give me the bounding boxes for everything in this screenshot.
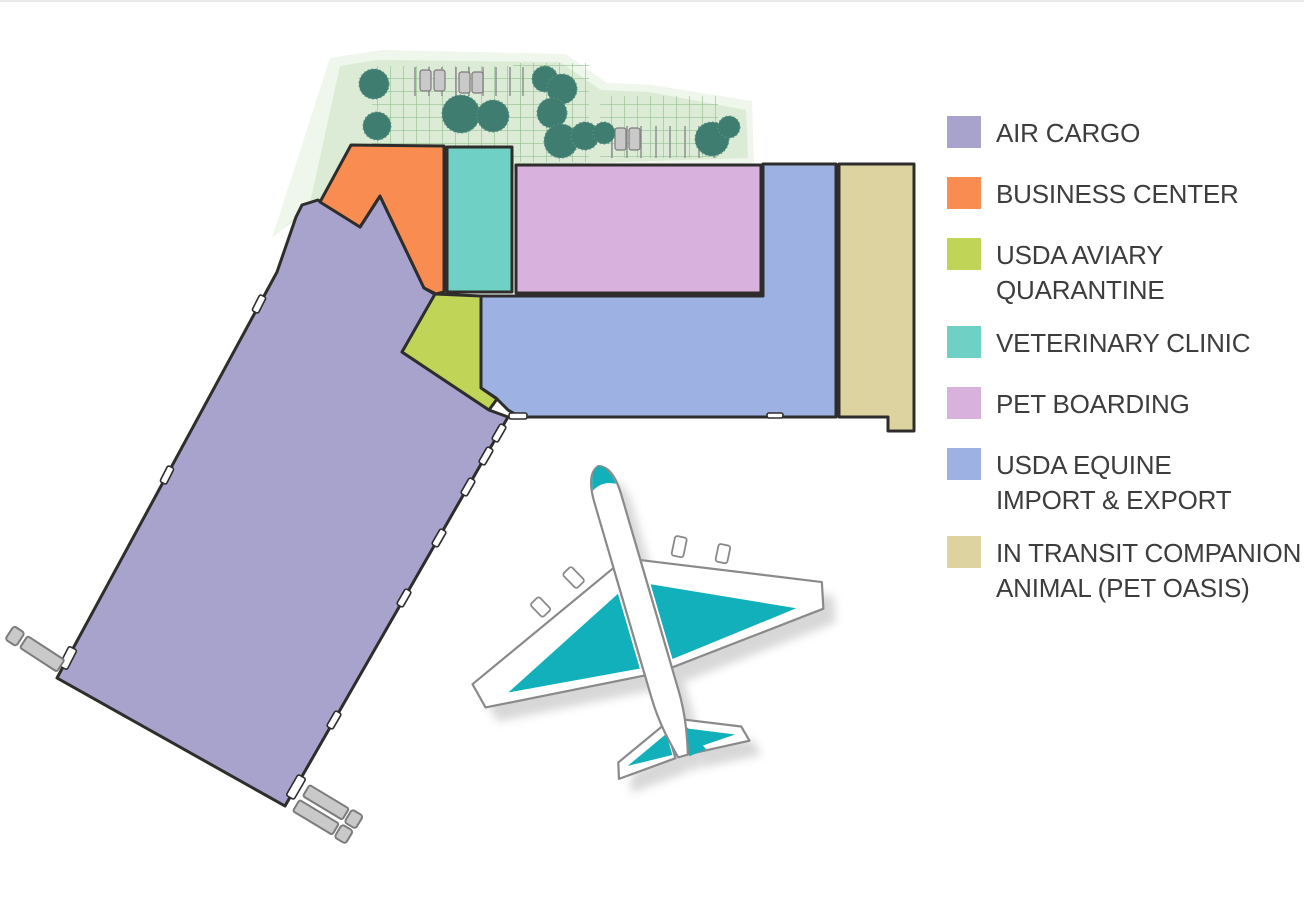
dock-door [491, 423, 507, 443]
tree-symbol [476, 99, 510, 133]
parked-car [433, 69, 446, 92]
dock-door [766, 412, 784, 419]
site-plan-map [5, 50, 916, 844]
legend-label: AIR CARGO [996, 118, 1141, 148]
legend-item-pet-boarding: PET BOARDING [947, 387, 1301, 422]
parked-car [471, 71, 484, 94]
legend-label: USDA AVIARY QUARANTINE [996, 240, 1165, 305]
landscape-area [272, 50, 754, 238]
dock-door [460, 477, 476, 497]
legend-item-veterinary-clinic: VETERINARY CLINIC [947, 326, 1301, 361]
legend-swatch [947, 536, 981, 568]
legend-swatch [947, 177, 981, 209]
legend-item-usda-equine-import-export: USDA EQUINE IMPORT & EXPORT [947, 448, 1301, 518]
legend-item-in-transit-companion-animal: IN TRANSIT COMPANION ANIMAL (PET OASIS) [947, 536, 1301, 606]
legend-item-air-cargo: AIR CARGO [947, 116, 1301, 151]
legend: AIR CARGO BUSINESS CENTER USDA AVIARY QU… [947, 116, 1301, 624]
legend-item-business-center: BUSINESS CENTER [947, 177, 1301, 212]
parked-car [628, 127, 641, 151]
tree-symbol [358, 68, 390, 100]
truck-icon [5, 626, 65, 672]
dock-door [159, 465, 175, 485]
trees [358, 65, 741, 159]
tree-symbol [536, 97, 568, 129]
legend-swatch [947, 448, 981, 480]
legend-label: BUSINESS CENTER [996, 179, 1239, 209]
parked-car [419, 69, 432, 92]
tree-symbol [546, 73, 578, 105]
region-business-center [318, 143, 446, 296]
airplane-accents [508, 584, 797, 766]
airplane-illustration [471, 465, 825, 780]
legend-swatch [947, 116, 981, 148]
region-pet-boarding [514, 163, 763, 295]
region-usda-aviary-quarantine [400, 292, 499, 412]
dock-door [286, 774, 306, 800]
loading-dock-doors [58, 294, 784, 800]
airplane-nose-accent [592, 466, 617, 491]
tree-symbol [441, 94, 481, 134]
legend-label: PET BOARDING [996, 389, 1190, 419]
truck-icon [292, 799, 354, 844]
legend-label: USDA EQUINE IMPORT & EXPORT [996, 450, 1232, 515]
dock-door [508, 412, 528, 420]
tree-symbol [362, 111, 392, 141]
truck-icon [302, 784, 364, 829]
legend-label: IN TRANSIT COMPANION ANIMAL (PET OASIS) [996, 538, 1302, 603]
dock-door [396, 588, 412, 608]
legend-label: VETERINARY CLINIC [996, 328, 1251, 358]
parked-cars [419, 69, 641, 151]
region-veterinary-clinic [445, 145, 514, 294]
legend-swatch [947, 326, 981, 358]
dock-door [251, 294, 267, 314]
parked-car [458, 71, 471, 94]
building-regions [55, 143, 916, 808]
legend-swatch [947, 387, 981, 419]
dock-door [58, 646, 78, 670]
tree-symbol [717, 115, 741, 139]
airplane-engines [530, 535, 732, 618]
tree-symbol [592, 121, 616, 145]
legend-item-usda-aviary-quarantine: USDA AVIARY QUARANTINE [947, 238, 1301, 308]
legend-swatch [947, 238, 981, 270]
region-in-transit-companion-animal [837, 162, 916, 433]
dock-door [431, 528, 447, 548]
trucks [5, 626, 364, 844]
dock-door [326, 710, 342, 730]
dock-door [478, 446, 494, 466]
parked-car [614, 127, 627, 151]
airplane-fuselage [590, 465, 689, 759]
